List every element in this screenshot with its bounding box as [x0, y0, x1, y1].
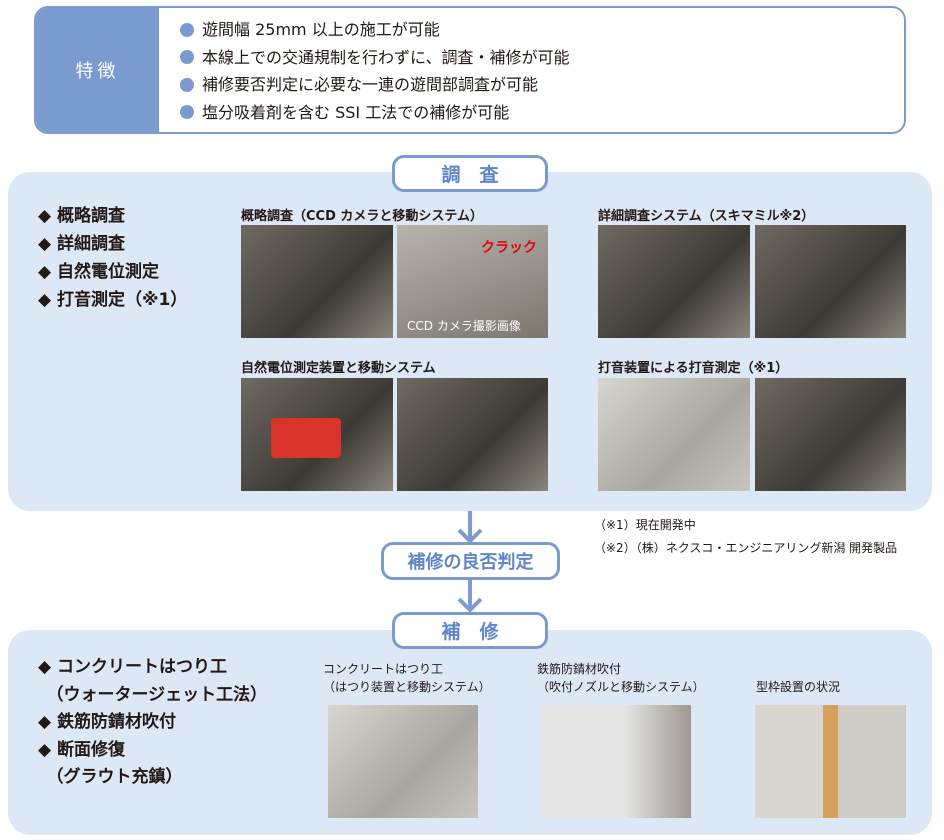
caption-line: 鉄筋防錆材吹付: [537, 662, 622, 676]
survey-item: ◆ 自然電位測定: [38, 262, 159, 282]
photo-skimamil-1: [598, 225, 750, 338]
arrow-down-icon: [457, 511, 483, 544]
repair-item: ◆ コンクリートはつり工: [38, 657, 227, 677]
repair-item: ◆ 断面修復: [38, 739, 125, 760]
caption-line: （吹付ノズルと移動システム）: [537, 680, 705, 694]
footnotes: （※1）現在開発中 （※2）（株）ネクスコ・エンジニアリング新潟 開発製品: [594, 514, 897, 560]
feature-text: 本線上での交通規制を行わずに、調査・補修が可能: [202, 47, 570, 67]
feature-text: 塩分吸着剤を含む SSI 工法での補修が可能: [202, 102, 510, 122]
photo-skimamil-2: [755, 225, 906, 338]
caption-spraying: 鉄筋防錆材吹付 （吹付ノズルと移動システム）: [537, 660, 705, 696]
caption-formwork: 型枠設置の状況: [756, 680, 841, 694]
photo-ccd-image: クラック CCD カメラ撮影画像: [397, 225, 548, 338]
caption-line: コンクリートはつり工: [323, 662, 444, 676]
judgment-box: 補修の良否判定: [381, 542, 560, 580]
photo-potential-system: [397, 378, 548, 491]
photo-chipping: [328, 705, 478, 818]
crack-label: クラック: [481, 240, 537, 256]
device-case: [271, 418, 341, 458]
footnote: （※1）現在開発中: [594, 518, 696, 532]
photo-formwork: [755, 705, 906, 818]
arrow-down-icon: [457, 580, 483, 613]
survey-item: ◆ 打音測定（※1）: [38, 290, 188, 310]
survey-list: ◆ 概略調査 ◆ 詳細調査 ◆ 自然電位測定 ◆ 打音測定（※1）: [38, 202, 187, 314]
bullet-icon: [180, 22, 194, 37]
caption-potential: 自然電位測定装置と移動システム: [241, 361, 436, 376]
caption-rough-survey: 概略調査（CCD カメラと移動システム）: [241, 209, 484, 224]
feature-item: 本線上での交通規制を行わずに、調査・補修が可能: [180, 44, 570, 72]
caption-line: （はつり装置と移動システム）: [323, 680, 491, 694]
bullet-icon: [180, 50, 194, 65]
caption-hammering: 打音装置による打音測定（※1）: [598, 361, 789, 376]
bullet-icon: [180, 77, 194, 92]
survey-title: 調 査: [392, 155, 548, 192]
feature-item: 遊間幅 25mm 以上の施工が可能: [180, 16, 570, 44]
caption-chipping: コンクリートはつり工 （はつり装置と移動システム）: [323, 660, 491, 696]
photo-hammering-2: [755, 378, 906, 491]
survey-item: ◆ 詳細調査: [38, 234, 125, 254]
repair-item: （ウォータージェット工法）: [38, 684, 268, 705]
repair-title: 補 修: [392, 612, 548, 649]
feature-text: 補修要否判定に必要な一連の遊間部調査が可能: [202, 75, 539, 94]
feature-item: 補修要否判定に必要な一連の遊間部調査が可能: [180, 71, 570, 99]
bullet-icon: [180, 105, 194, 120]
feature-text: 遊間幅 25mm 以上の施工が可能: [202, 20, 440, 39]
photo-ccd-system: [241, 225, 393, 338]
caption-detail-survey: 詳細調査システム（スキマミル※2）: [598, 209, 815, 224]
photo-potential-device: [241, 378, 393, 491]
ccd-label: CCD カメラ撮影画像: [407, 319, 521, 333]
footnote: （※2）（株）ネクスコ・エンジニアリング新潟 開発製品: [594, 541, 898, 555]
photo-spraying: [541, 705, 691, 818]
features-list: 遊間幅 25mm 以上の施工が可能 本線上での交通規制を行わずに、調査・補修が可…: [180, 16, 570, 126]
repair-item: ◆ 鉄筋防錆材吹付: [38, 712, 176, 732]
repair-item: （グラウト充鎮）: [38, 767, 183, 787]
feature-item: 塩分吸着剤を含む SSI 工法での補修が可能: [180, 99, 570, 127]
photo-hammering-1: [598, 378, 750, 491]
features-box: 特徴 遊間幅 25mm 以上の施工が可能 本線上での交通規制を行わずに、調査・補…: [34, 6, 906, 134]
survey-item: ◆ 概略調査: [38, 206, 125, 226]
features-label: 特徴: [36, 8, 159, 132]
repair-list: ◆ コンクリートはつり工 （ウォータージェット工法） ◆ 鉄筋防錆材吹付 ◆ 断…: [38, 654, 267, 792]
